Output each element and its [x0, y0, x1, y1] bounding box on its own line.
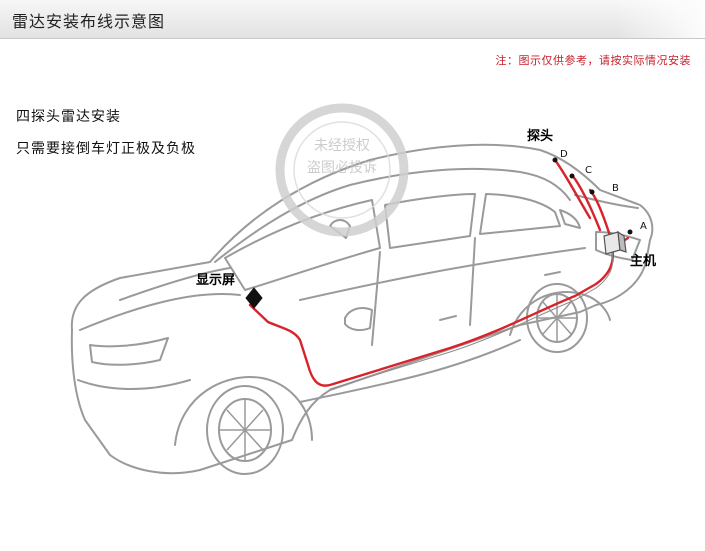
wiring-harness: [248, 158, 630, 387]
sensor-label-d: D: [560, 149, 568, 160]
callout-control-unit: 主机: [630, 253, 656, 269]
rocker-line: [299, 339, 521, 403]
trunk-lid: [574, 194, 639, 209]
headlight: [89, 337, 169, 366]
main-wire-to-display: [248, 246, 614, 387]
callout-display: 显示屏: [196, 273, 235, 288]
sensor-points: D C B A: [552, 149, 647, 235]
front-wheel: [206, 385, 284, 475]
hood-crease: [119, 267, 231, 301]
belt-line: [299, 247, 586, 301]
wire-to-sensor-d: [553, 158, 592, 220]
hood-line: [79, 293, 241, 331]
front-wheel-arch: [174, 376, 313, 446]
watermark-inner-ring: [293, 121, 391, 219]
front-door-line: [371, 251, 381, 346]
disclaimer-note: 注：图示仅供参考，请按实际情况安装: [495, 54, 691, 67]
wire-shading: [329, 251, 614, 390]
rear-quarter-window: [559, 209, 581, 229]
intro-line-2: 只需要接倒车灯正极及负极: [16, 141, 196, 157]
side-mirror: [344, 307, 373, 332]
page-title: 雷达安装布线示意图: [12, 12, 166, 31]
rear-side-window: [479, 193, 561, 235]
callout-sensors: 探头: [527, 128, 553, 144]
display-unit: [245, 287, 263, 309]
rear-door-line: [469, 237, 476, 326]
header-bar: 雷达安装布线示意图: [0, 0, 705, 39]
sensor-point-d: [552, 157, 558, 163]
car-body-outline: [70, 143, 654, 475]
header-fade: [615, 0, 705, 38]
intro-line-1: 四探头雷达安装: [16, 109, 121, 125]
sensor-point-c: [569, 173, 575, 179]
front-bumper: [77, 379, 191, 390]
sensor-label-b: B: [612, 183, 619, 194]
watermark-line-2: 盗图必投诉: [307, 160, 377, 176]
sensor-point-a: [627, 229, 633, 235]
watermark-line-1: 未经授权: [314, 138, 370, 154]
wire-to-sensor-c: [570, 173, 602, 232]
rear-door-handle: [544, 271, 561, 276]
watermark: 未经授权 盗图必投诉: [275, 103, 409, 237]
sensor-label-a: A: [640, 221, 647, 232]
sensor-label-c: C: [585, 165, 592, 176]
front-door-handle: [439, 315, 457, 321]
sensor-point-b: [589, 189, 595, 195]
watermark-ring: [275, 103, 409, 237]
control-unit: [603, 230, 627, 255]
rearview-mirror: [329, 219, 351, 239]
